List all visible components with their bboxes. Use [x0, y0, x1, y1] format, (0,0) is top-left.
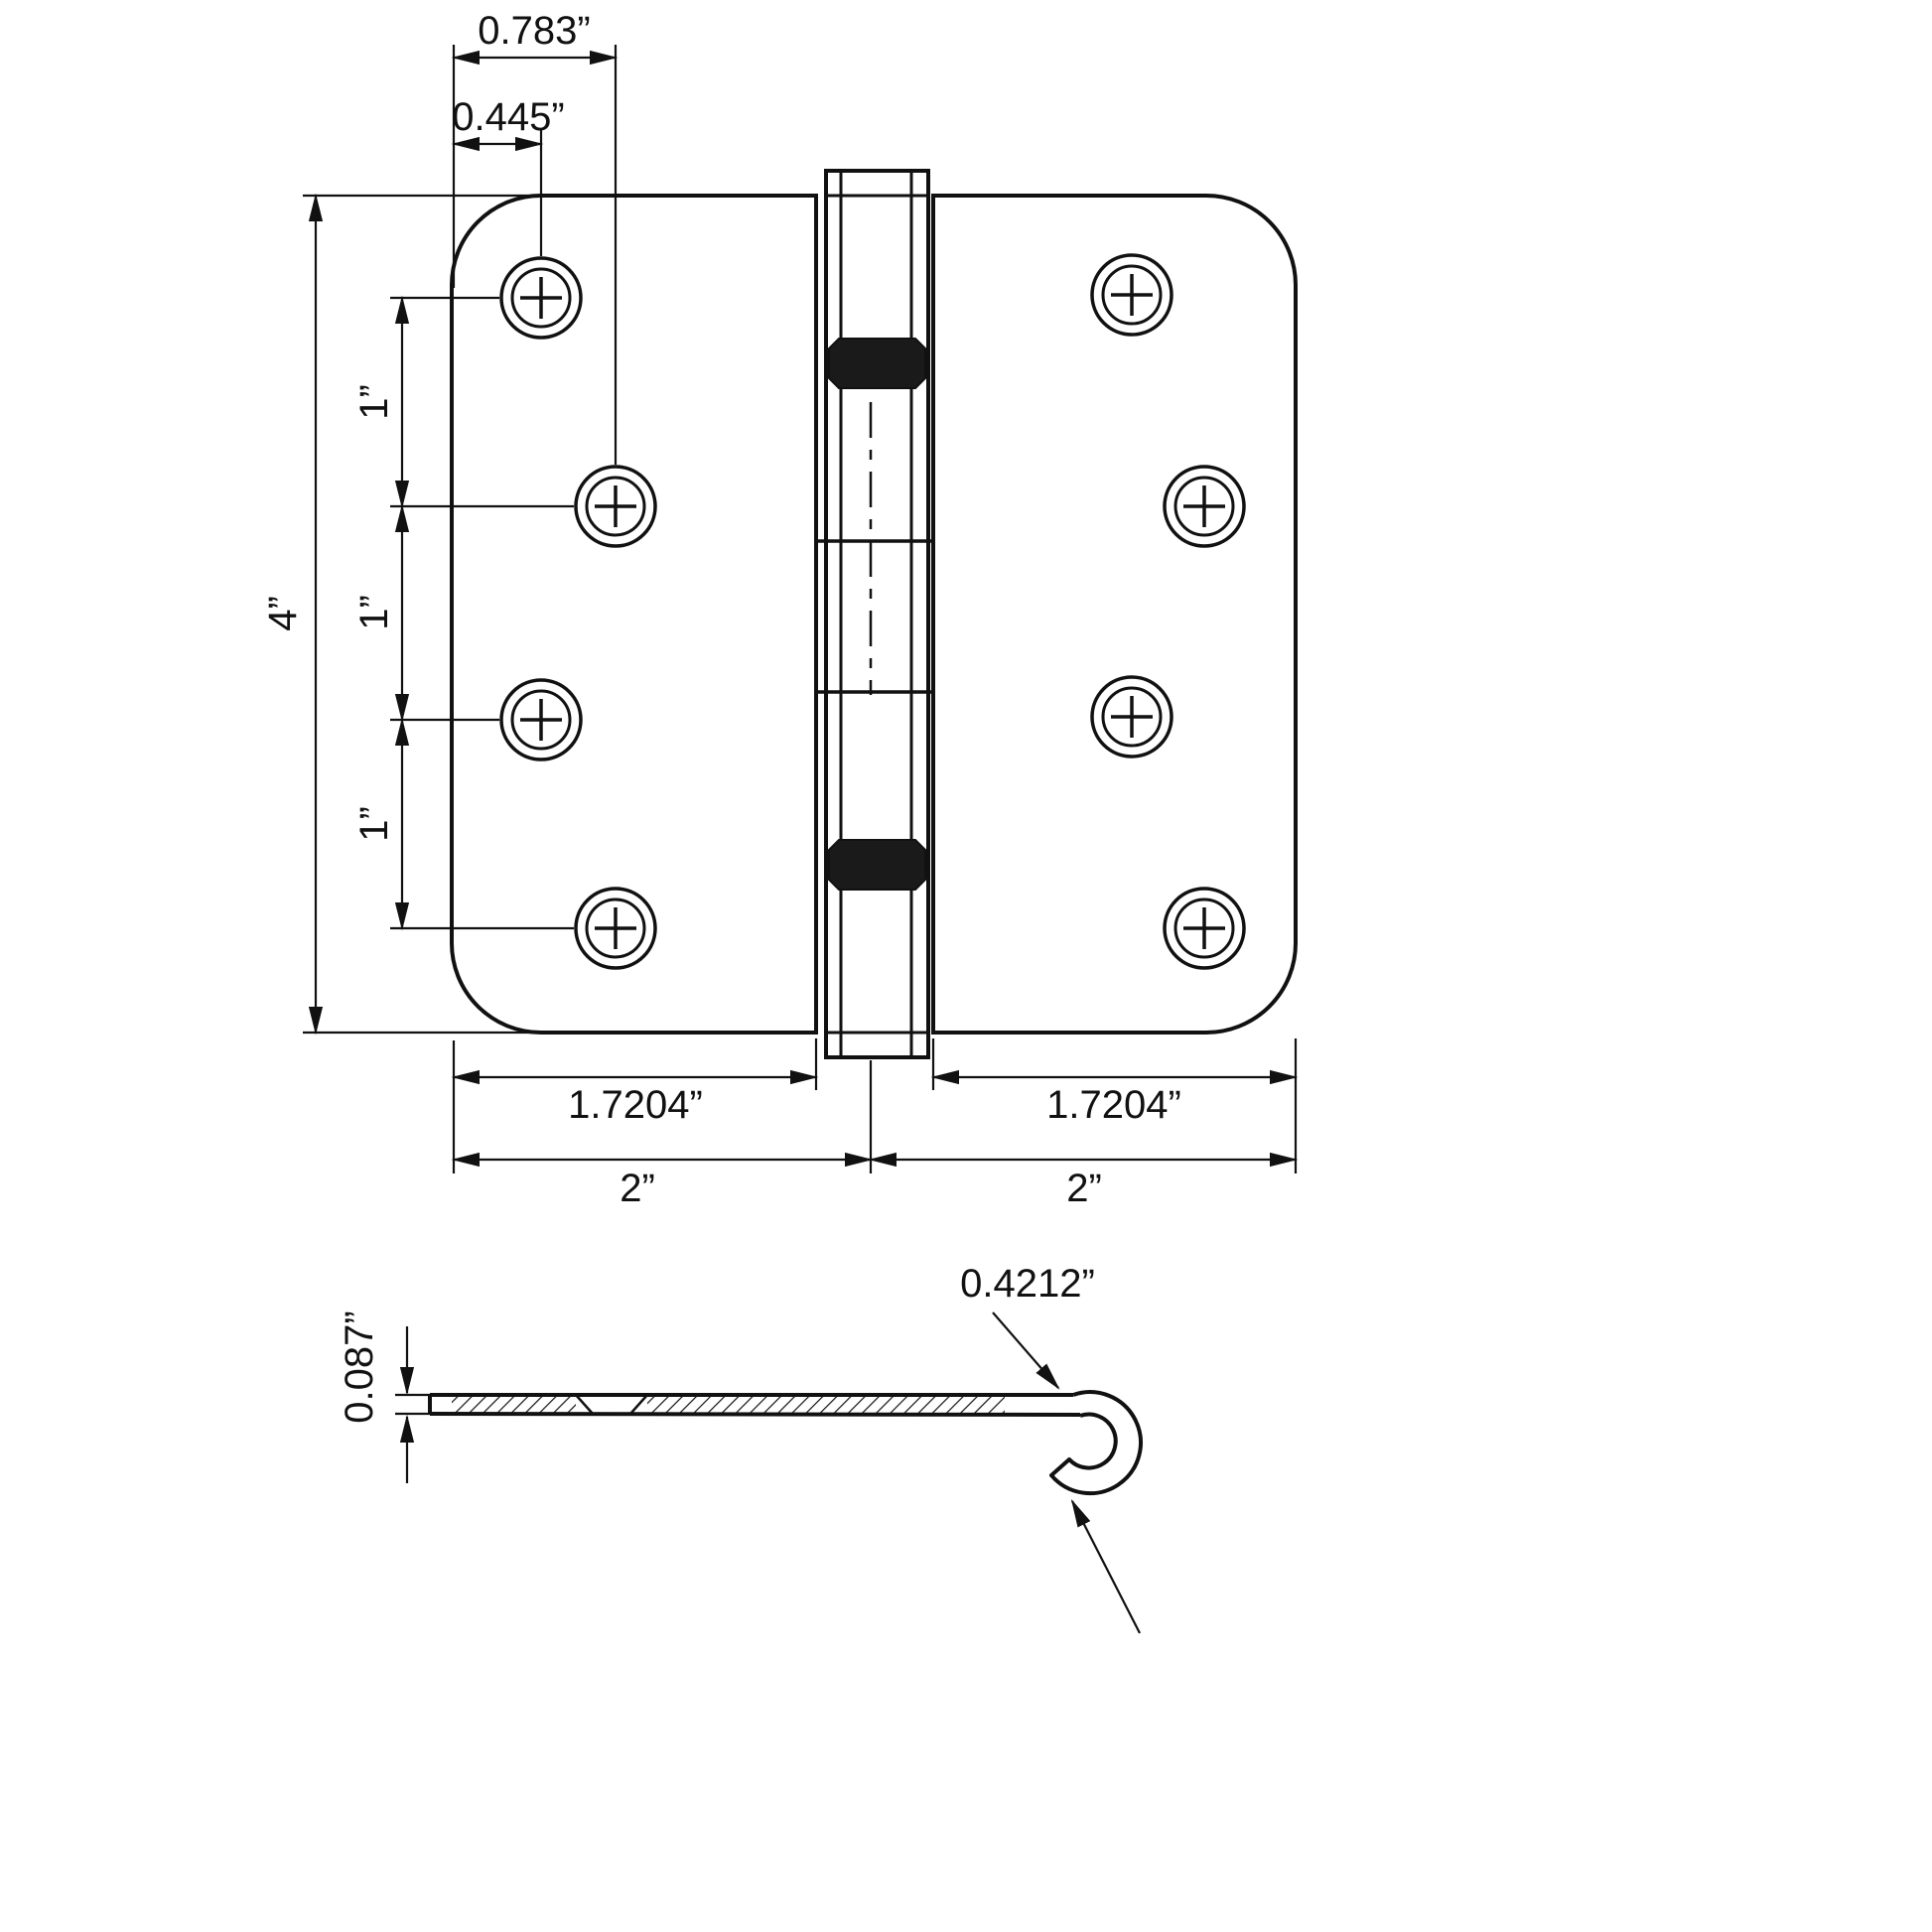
knuckle-curl	[1049, 1390, 1143, 1496]
dim-label-spacing-3: 1”	[352, 806, 396, 842]
bearing-block	[828, 338, 926, 389]
dim-label-curl-diameter: 0.4212”	[960, 1262, 1095, 1306]
right-leaf-outline	[931, 194, 1298, 1035]
hinge-barrel	[816, 169, 933, 1059]
countersink-edge	[575, 1394, 594, 1415]
dim-label-leaf-right: 1.7204”	[1046, 1083, 1181, 1127]
screw-hole	[574, 465, 657, 548]
leader-curl-tip	[1070, 1498, 1141, 1634]
hatch-area	[647, 1396, 1005, 1413]
plate-cross-section	[428, 1393, 1081, 1417]
dim-label-offset-outer: 0.783”	[478, 9, 590, 53]
screw-hole	[1090, 253, 1173, 337]
screw-hole	[499, 256, 583, 340]
dim-label-thickness: 0.087”	[338, 1311, 381, 1423]
hatch-area	[452, 1396, 576, 1413]
top-view: 0.783” 0.445” 4” 1” 1” 1” 1.7204” 1.7204…	[261, 9, 1299, 1210]
curl-outer	[1049, 1390, 1143, 1496]
countersink-edge	[629, 1394, 648, 1415]
dim-label-height: 4”	[261, 596, 305, 631]
screw-hole	[574, 887, 657, 970]
screw-hole	[1163, 465, 1246, 548]
left-leaf-outline	[450, 194, 818, 1035]
dim-label-half-left: 2”	[620, 1167, 655, 1210]
dim-label-half-right: 2”	[1066, 1167, 1102, 1210]
screw-hole	[499, 678, 583, 761]
screw-hole	[1163, 887, 1246, 970]
plate-bottom-edge	[429, 1412, 1081, 1417]
dim-label-leaf-left: 1.7204”	[568, 1083, 703, 1127]
dim-label-offset-inner: 0.445”	[452, 95, 564, 139]
screw-hole	[1090, 675, 1173, 759]
dim-label-spacing-1: 1”	[352, 384, 396, 420]
side-view: 0.087” 0.4212”	[338, 1262, 1143, 1634]
side-view-dimensions	[395, 1311, 1141, 1634]
curl-tip-cap	[1049, 1457, 1071, 1477]
curl-inner	[1067, 1412, 1118, 1470]
dim-label-spacing-2: 1”	[352, 595, 396, 630]
bearing-block	[828, 839, 926, 891]
top-view-dim-labels: 0.783” 0.445” 4” 1” 1” 1” 1.7204” 1.7204…	[261, 9, 1181, 1210]
side-view-dim-labels: 0.087” 0.4212”	[338, 1262, 1095, 1424]
top-view-dimensions	[303, 45, 1299, 1173]
leader-curl-diameter	[992, 1311, 1060, 1390]
